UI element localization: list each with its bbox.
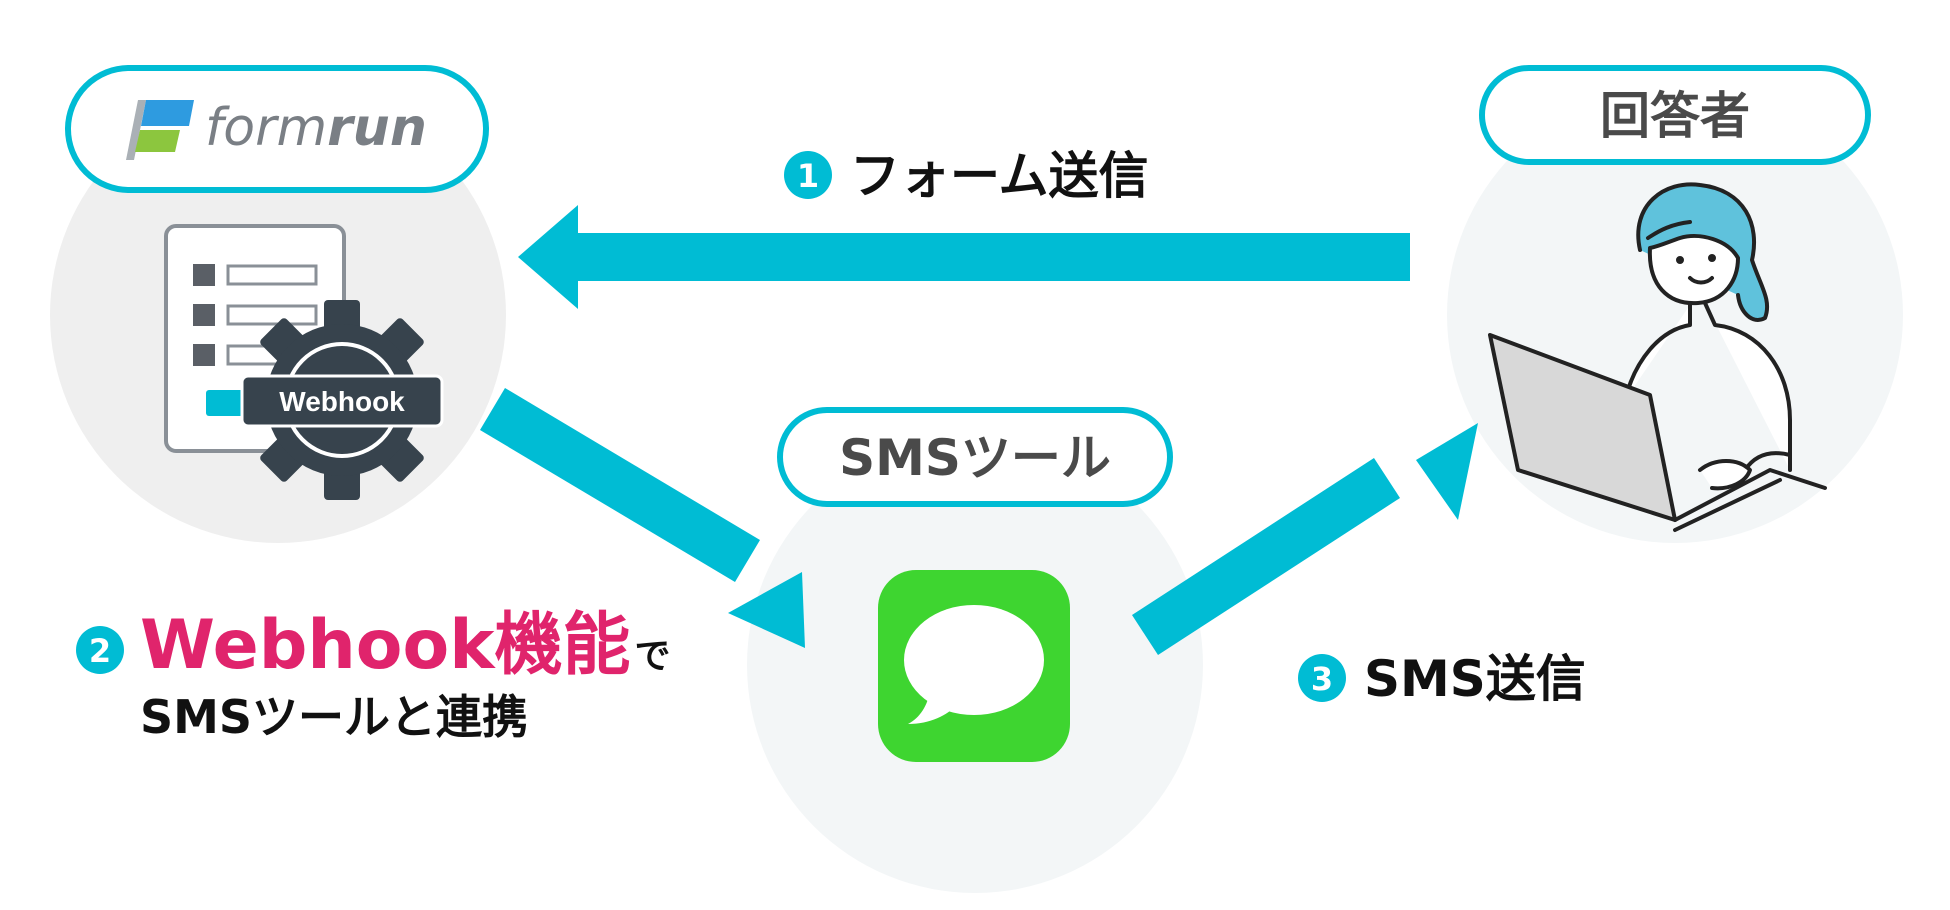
step1-number: 1: [797, 157, 819, 195]
respondent-label: 回答者: [1600, 87, 1750, 145]
step3-number: 3: [1311, 660, 1333, 698]
step2-line1: Webhook機能で: [140, 606, 670, 685]
step2-suffix: で: [634, 636, 670, 677]
step3-text: SMS送信: [1364, 650, 1586, 708]
arrow-sms-send: [1132, 423, 1478, 655]
step1-label: 1 フォーム送信: [784, 147, 1149, 205]
step2-number: 2: [89, 632, 111, 670]
step2-line2: SMSツールと連携: [140, 690, 528, 744]
arrow-form-submit: [518, 205, 1410, 309]
message-bubble-icon: [878, 570, 1070, 762]
step2-highlight: Webhook機能: [140, 606, 630, 685]
gear-label: Webhook: [279, 386, 405, 417]
gear-icon: Webhook: [242, 300, 442, 500]
formrun-logo-text: formrun: [205, 98, 427, 158]
step1-text: フォーム送信: [850, 147, 1149, 205]
step2-label: 2 Webhook機能で SMSツールと連携: [76, 606, 670, 744]
step3-label: 3 SMS送信: [1298, 650, 1586, 708]
sms-tool-label: SMSツール: [839, 429, 1111, 487]
